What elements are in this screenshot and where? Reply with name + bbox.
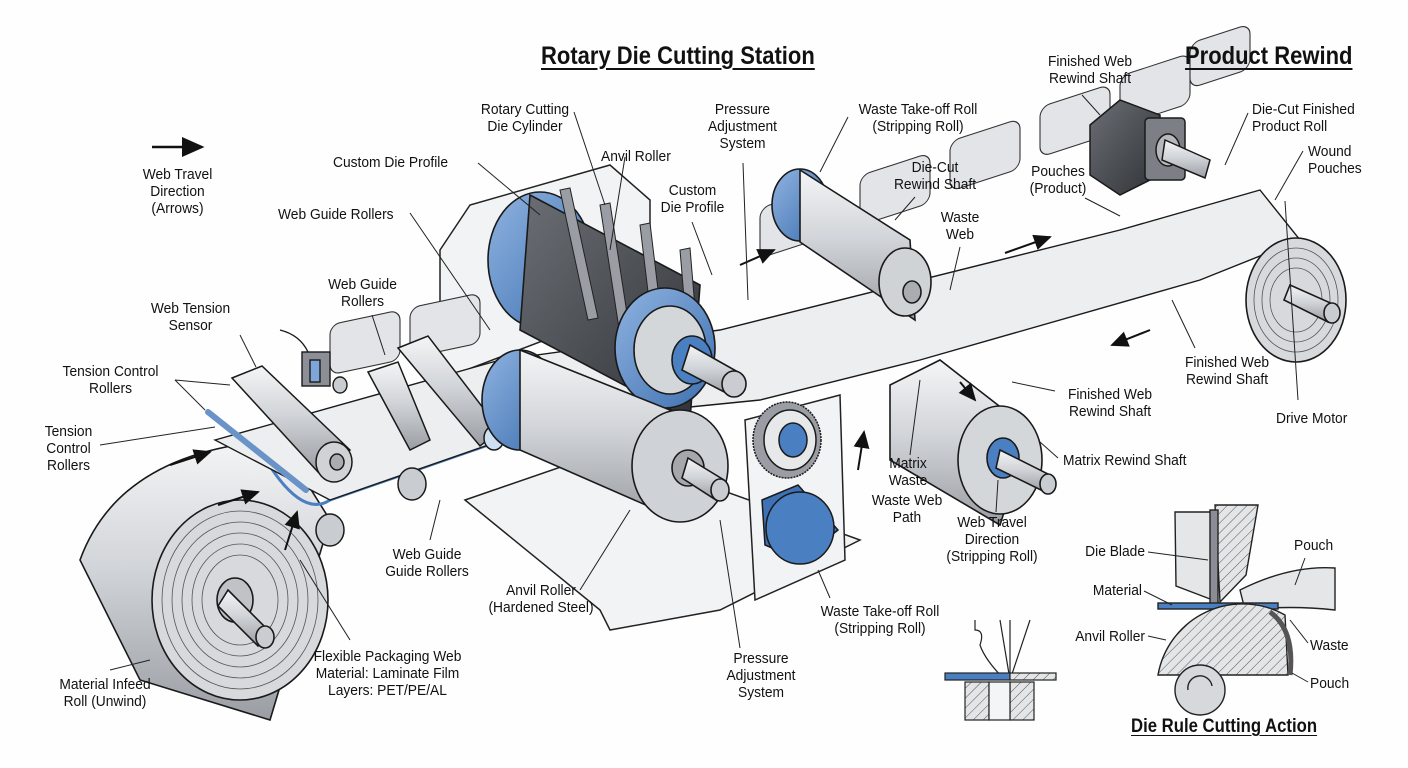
inset-title: Die Rule Cutting Action [1131, 716, 1318, 737]
tension-control-rollers [205, 335, 505, 547]
label-matrix-rewind-shaft: Matrix Rewind Shaft [1063, 452, 1187, 469]
web-tension-sensor [279, 329, 348, 394]
inset-leader-lines [1143, 551, 1309, 683]
label-pouches-product: Pouches(Product) [1029, 163, 1087, 197]
legend-web-travel: Web Travel Direction (Arrows) [142, 166, 213, 217]
inset-label-pouch-bottom: Pouch [1310, 675, 1350, 692]
label-anvil-roller-hardened: Anvil Roller(Hardened Steel) [488, 582, 594, 616]
label-drive-motor: Drive Motor [1276, 410, 1348, 427]
die-rule-cutting-inset [1157, 504, 1336, 716]
pressure-adjustment-knob [752, 401, 840, 565]
rotary-cutting-die-cylinder [487, 187, 747, 422]
label-anvil-roller-top: Anvil Roller [601, 148, 671, 165]
anvil-roller [481, 348, 730, 523]
flow-arrows [169, 234, 1151, 551]
inset-label-material: Material [1092, 582, 1142, 599]
rewind-title: Product Rewind [1185, 42, 1353, 70]
label-web-guide-rollers: Web Guide Rollers [278, 206, 394, 223]
inset-label-anvil-roller: Anvil Roller [1075, 628, 1145, 645]
inset-label-pouch-top: Pouch [1294, 537, 1334, 554]
matrix-rewind-roll [889, 359, 1057, 527]
label-waste-takeoff-low: Waste Take-off Roll(Stripping Roll) [820, 603, 940, 637]
drive-motor [1089, 99, 1211, 196]
label-flexible-packaging-web: Flexible Packaging Web Material: Laminat… [313, 648, 462, 699]
inset-label-waste: Waste [1310, 637, 1349, 654]
main-title: Rotary Die Cutting Station [541, 42, 815, 70]
waste-takeoff-roll [771, 168, 932, 322]
label-custom-die-profile: Custom Die Profile [333, 154, 449, 171]
leader-lines [99, 94, 1304, 671]
label-waste-takeoff-top: Waste Take-off Roll(Stripping Roll) [858, 101, 978, 135]
inset-label-die-blade: Die Blade [1085, 543, 1145, 560]
finished-product-roll [1245, 237, 1347, 363]
die-cross-section-small [944, 619, 1057, 721]
material-infeed-roll [79, 439, 331, 722]
